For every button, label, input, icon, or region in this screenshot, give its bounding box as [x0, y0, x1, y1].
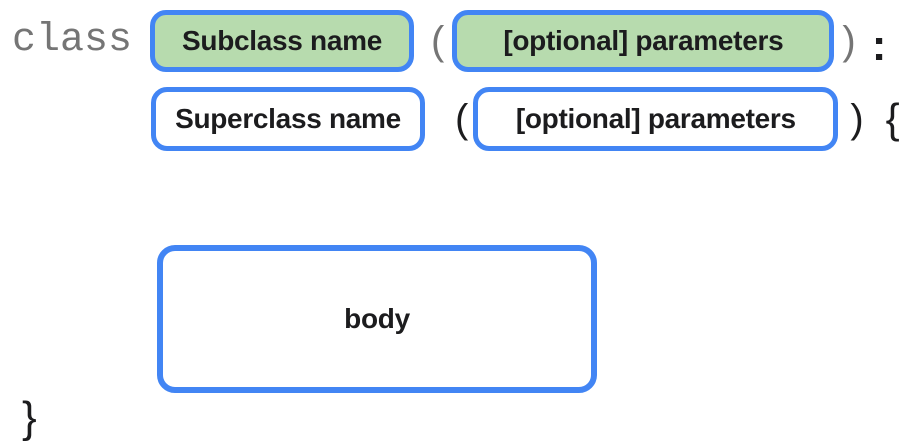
class-keyword: class [12, 18, 133, 63]
subclass-parameters-label: [optional] parameters [503, 25, 784, 56]
superclass-parameters-label: [optional] parameters [515, 103, 796, 134]
subclass-name-label: Subclass name [182, 25, 383, 56]
superclass-call-row: Superclass name ( [optional] parameters … [151, 87, 900, 151]
superclass-parameters-box: [optional] parameters [473, 87, 839, 151]
subclass-declaration-row: class Subclass name ( [optional] paramet… [12, 10, 886, 72]
colon-separator: : [871, 21, 887, 70]
subclass-name-box: Subclass name [150, 10, 415, 72]
line2-open-paren: ( [455, 97, 469, 141]
subclass-parameters-box: [optional] parameters [452, 10, 835, 72]
open-brace: { [885, 95, 900, 142]
line2-close-paren: ) [850, 97, 864, 141]
line1-close-paren: ) [842, 19, 856, 63]
close-brace: } [22, 393, 37, 442]
superclass-name-box: Superclass name [151, 87, 425, 151]
line1-open-paren: ( [431, 19, 445, 63]
class-body-box: body [157, 245, 597, 393]
class-body-label: body [344, 303, 410, 334]
superclass-name-label: Superclass name [175, 103, 401, 134]
